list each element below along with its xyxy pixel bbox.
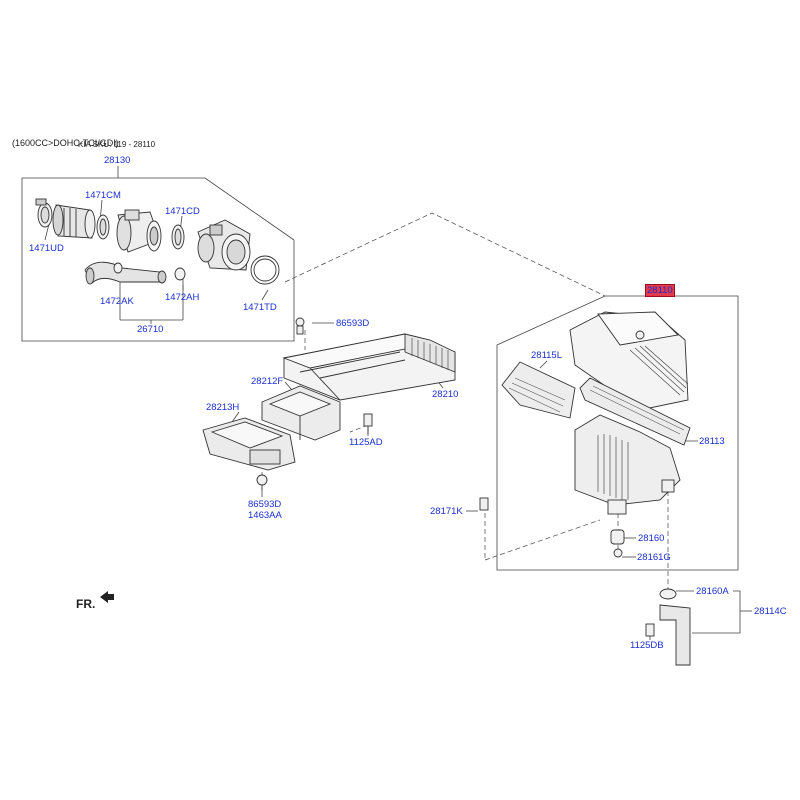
assembly-box-28130 — [21, 177, 295, 342]
part-label-1471TD[interactable]: 1471TD — [243, 302, 277, 313]
part-label-1125DB[interactable]: 1125DB — [630, 640, 664, 651]
part-label-1125AD[interactable]: 1125AD — [349, 437, 383, 448]
part-label-26710[interactable]: 26710 — [137, 324, 164, 335]
part-label-28161G[interactable]: 28161G — [637, 552, 671, 563]
part-label-28110-highlighted[interactable]: 28110 — [645, 284, 675, 297]
part-label-28210[interactable]: 28210 — [432, 389, 459, 400]
front-orientation-label: FR. — [76, 597, 96, 611]
part-label-28113[interactable]: 28113 — [699, 436, 725, 447]
part-label-28114C[interactable]: 28114C — [754, 606, 787, 617]
part-label-1472AK[interactable]: 1472AK — [100, 296, 134, 307]
part-label-28160A[interactable]: 28160A — [696, 586, 729, 597]
part-label-28212F[interactable]: 28212F — [251, 376, 284, 387]
part-label-28130[interactable]: 28130 — [104, 155, 131, 166]
front-direction-arrow-icon — [100, 591, 114, 603]
part-label-86593D-bottom[interactable]: 86593D — [248, 499, 282, 510]
part-label-1471CD[interactable]: 1471CD — [165, 206, 200, 217]
part-label-28115L[interactable]: 28115L — [531, 350, 562, 361]
part-label-1471CM[interactable]: 1471CM — [85, 190, 121, 201]
part-label-28171K[interactable]: 28171K — [430, 506, 463, 517]
part-label-1471UD[interactable]: 1471UD — [29, 243, 64, 254]
part-label-1463AA[interactable]: 1463AA — [248, 510, 282, 521]
assembly-box-28110 — [496, 295, 739, 571]
catalog-label: KIA SKU: 119 - 28110 — [78, 140, 156, 149]
part-label-28213H[interactable]: 28213H — [206, 402, 240, 413]
part-label-28160[interactable]: 28160 — [638, 533, 665, 544]
engine-spec-label: (1600CC>DOHC-TCI/GDI) — [12, 138, 119, 148]
part-label-1472AH[interactable]: 1472AH — [165, 292, 200, 303]
part-label-86593D-top[interactable]: 86593D — [336, 318, 370, 329]
